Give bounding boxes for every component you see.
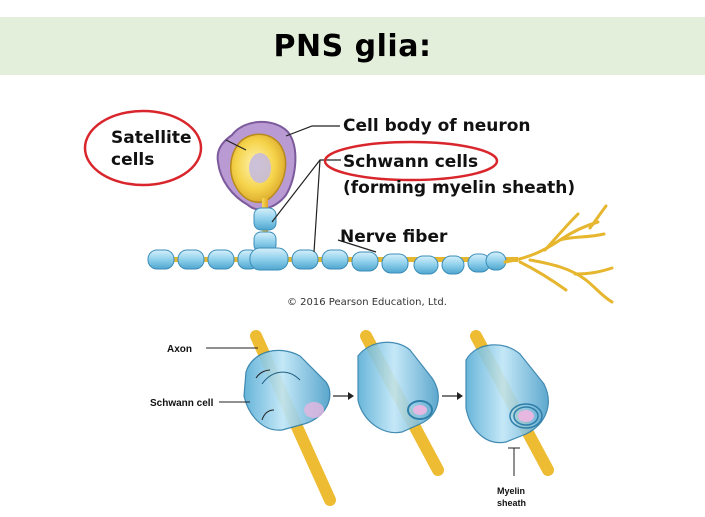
satellite-cells-highlight	[83, 109, 203, 187]
myelin-segment	[485, 251, 507, 271]
label-schwann-cell: Schwann cell	[150, 398, 214, 409]
label-axon: Axon	[167, 344, 192, 355]
schwann-wrap-shape	[243, 349, 331, 431]
step-arrow	[333, 392, 354, 400]
myelin-segment	[291, 249, 319, 270]
label-nerve-fiber: Nerve fiber	[340, 227, 448, 247]
myelin-segment	[147, 249, 175, 270]
leader-lines	[225, 125, 377, 253]
label-myelin-line1: Myelin	[497, 486, 525, 496]
label-satellite-line1: Satellite	[111, 128, 192, 148]
myelin-segment	[207, 249, 235, 270]
myelin-segment	[413, 255, 439, 275]
label-schwann-cells: Schwann cells	[343, 152, 478, 172]
myelin-segments	[147, 247, 507, 275]
myelin-segment	[441, 255, 465, 275]
copyright-credit: © 2016 Pearson Education, Ltd.	[287, 297, 447, 308]
schwann-wrap-shape	[357, 341, 439, 434]
myelin-segment	[249, 247, 289, 271]
label-satellite-line2: cells	[111, 150, 154, 170]
label-cell-body: Cell body of neuron	[343, 116, 531, 136]
neuron-diagram: Satellite cells Cell body of neuron Schw…	[83, 109, 614, 308]
label-schwann-note: (forming myelin sheath)	[343, 178, 575, 198]
schwann-wrap-shape	[465, 344, 549, 444]
step-arrow	[442, 392, 463, 400]
axon-terminals	[503, 204, 614, 304]
slide-title: PNS glia:	[273, 28, 432, 64]
myelination-sequence: Axon Schwann cell Myelin sheath	[150, 330, 554, 508]
myelination-stage-3	[465, 330, 554, 476]
myelination-stage-1	[243, 330, 336, 506]
myelin-segment	[381, 253, 409, 274]
nucleus-shape	[249, 153, 271, 183]
myelin-segment	[177, 249, 205, 270]
stem-schwann-cell	[253, 207, 277, 231]
myelin-segment	[351, 251, 379, 272]
myelination-stage-2	[357, 330, 444, 476]
title-band: PNS glia:	[0, 17, 705, 75]
schwann-cells-highlight	[323, 140, 499, 182]
myelin-segment	[321, 249, 349, 270]
label-myelin-line2: sheath	[497, 498, 526, 508]
